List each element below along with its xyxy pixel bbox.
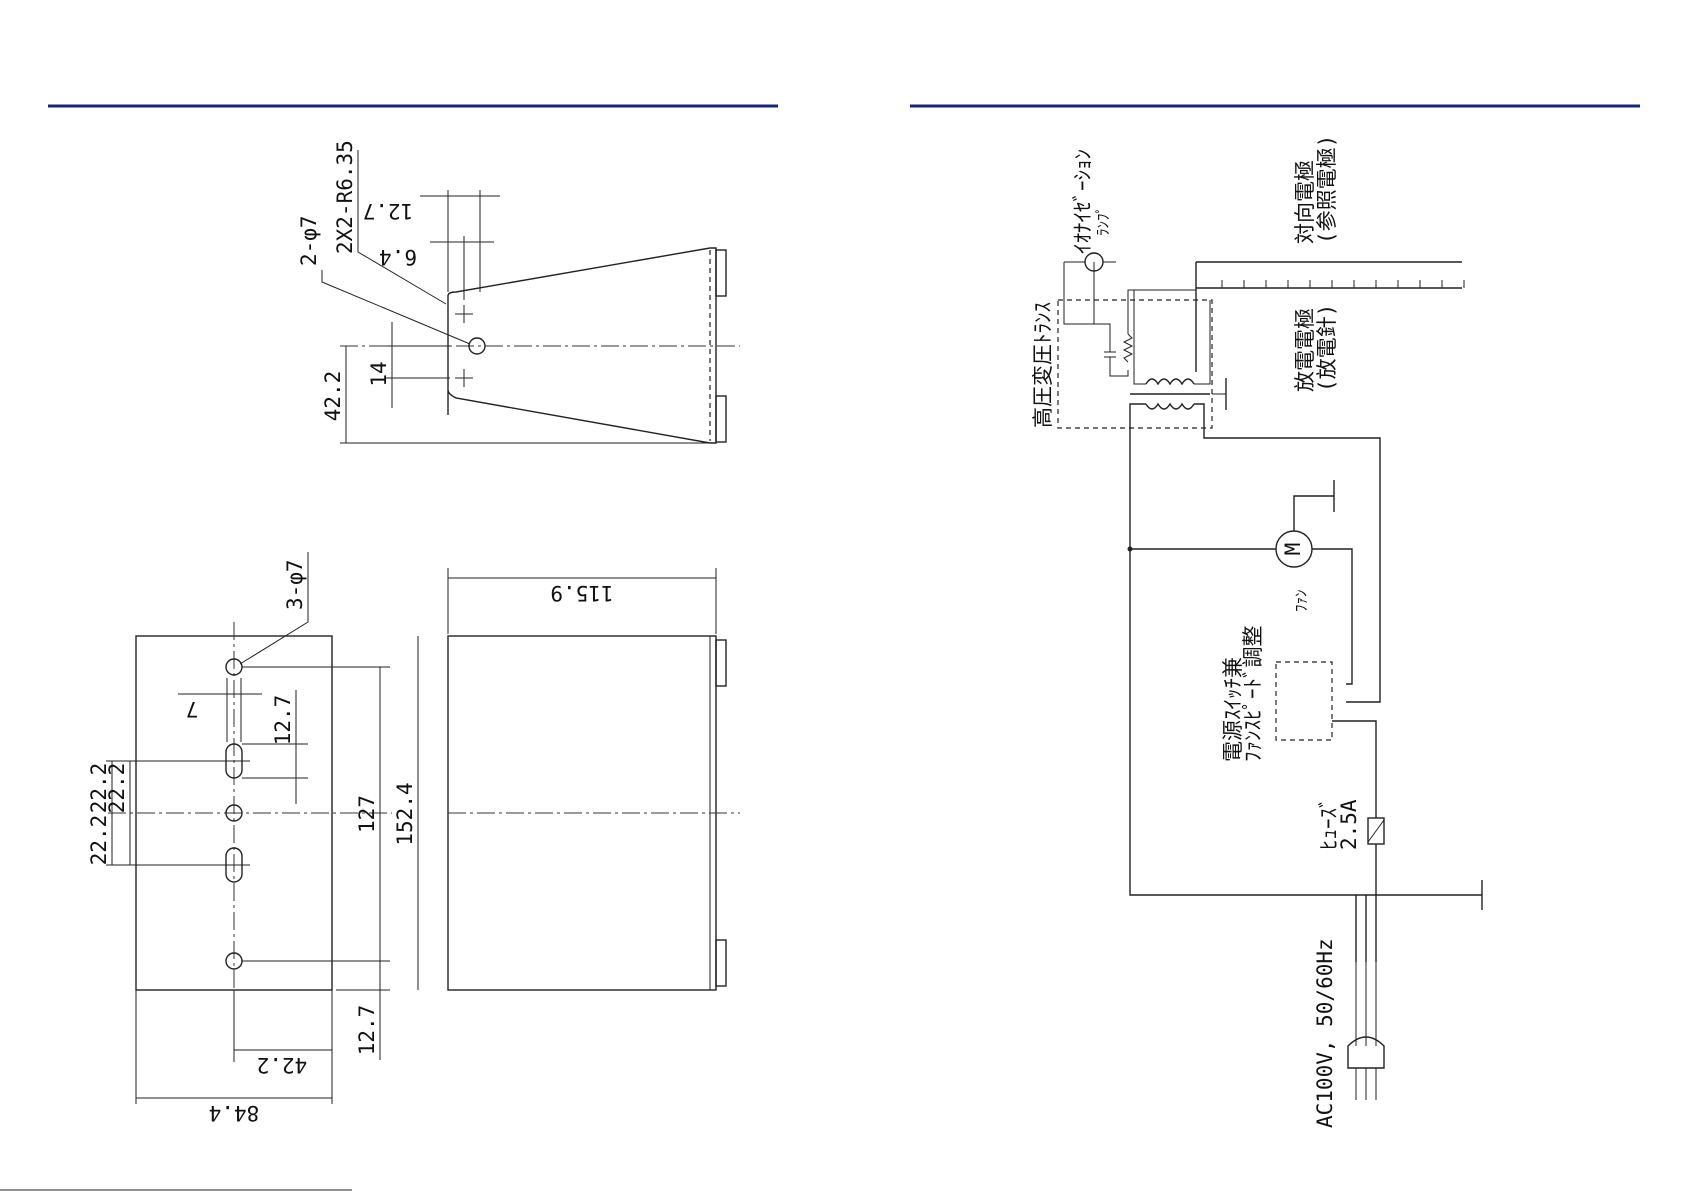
fan-motor-label: M bbox=[1281, 543, 1305, 556]
transformer-primary-coil bbox=[1146, 404, 1194, 409]
label-discharge-electrode-2: (放電針) bbox=[1315, 304, 1339, 392]
fuse-element bbox=[1368, 820, 1384, 842]
top-view-foot-lower bbox=[716, 396, 726, 442]
top-view: 12.7 6.4 2X2-R6.35 2-φ7 14 42.2 bbox=[297, 140, 740, 443]
dim-12-7-top-view: 12.7 bbox=[363, 199, 414, 223]
transformer-secondary-coil bbox=[1146, 379, 1194, 384]
note-3-phi7: 3-φ7 bbox=[283, 559, 307, 610]
dim-42-2-top-view: 42.2 bbox=[321, 371, 345, 422]
dim-115-9: 115.9 bbox=[550, 581, 613, 605]
label-counter-electrode: 対向電極 bbox=[1293, 160, 1317, 244]
wire-secondary bbox=[1134, 290, 1146, 384]
label-counter-electrode-2: (参照電極) bbox=[1315, 135, 1339, 244]
dim-152-4: 152.4 bbox=[393, 782, 417, 845]
label-discharge-electrode: 放電電極 bbox=[1293, 308, 1317, 392]
label-ionization-lamp: ｲｵﾅｲｾﾞｰｼｮﾝ bbox=[1071, 149, 1095, 254]
label-ionization-lamp-2: ﾗﾝﾌﾟ bbox=[1094, 206, 1112, 236]
label-fan: ﾌｧﾝ bbox=[1292, 589, 1310, 612]
switch-box bbox=[1276, 662, 1332, 740]
side-view-foot-lower bbox=[716, 940, 726, 986]
dim-12-7-bottom: 12.7 bbox=[355, 1005, 379, 1056]
note-2-phi7-top: 2-φ7 bbox=[297, 215, 321, 266]
dim-42-2-front-view: 42.2 bbox=[257, 1053, 308, 1077]
note-2x2-r6-35: 2X2-R6.35 bbox=[333, 140, 357, 254]
wiring-schematic: M ｲｵﾅｲｾﾞｰｼｮﾝ ﾗﾝﾌﾟ 対向電極 (参照電極) 高圧変圧ﾄﾗﾝｽ 放… bbox=[1031, 135, 1482, 1128]
dim-14: 14 bbox=[367, 361, 391, 386]
lamp-feed bbox=[1064, 262, 1094, 324]
dim-127: 127 bbox=[355, 795, 379, 833]
dim-22-2-lower: 22.2 bbox=[87, 815, 111, 866]
top-view-foot-upper bbox=[716, 250, 726, 296]
dim-6-4-top-view: 6.4 bbox=[379, 245, 417, 269]
dim-84-4: 84.4 bbox=[209, 1101, 260, 1125]
dim-12-7-front-view: 12.7 bbox=[271, 695, 295, 746]
dim-7: 7 bbox=[186, 697, 199, 721]
side-view: 115.9 bbox=[448, 568, 740, 990]
dim-22-2-mid: 22.2 bbox=[105, 763, 129, 814]
label-power: AC100V, 50/60Hz bbox=[1313, 938, 1337, 1128]
label-transformer: 高圧変圧ﾄﾗﾝｽ bbox=[1031, 302, 1055, 428]
junction-dot bbox=[1128, 547, 1133, 552]
label-switch-2: ﾌｧﾝｽﾋﾟｰﾄﾞ調整 bbox=[1241, 626, 1265, 763]
label-fuse-rating: 2.5A bbox=[1337, 799, 1361, 850]
resistor bbox=[1124, 334, 1132, 362]
leader-radius bbox=[358, 150, 446, 304]
side-view-foot-upper bbox=[716, 640, 726, 686]
front-view: 3-φ7 7 12.7 22.2 22.2 22.2 127 152.4 12.… bbox=[87, 552, 418, 1125]
wire-lamp-transformer bbox=[1094, 262, 1110, 352]
fan-ground-wire bbox=[1294, 496, 1334, 531]
discharge-needles bbox=[1222, 280, 1464, 288]
wire-resistor bbox=[1128, 290, 1196, 334]
